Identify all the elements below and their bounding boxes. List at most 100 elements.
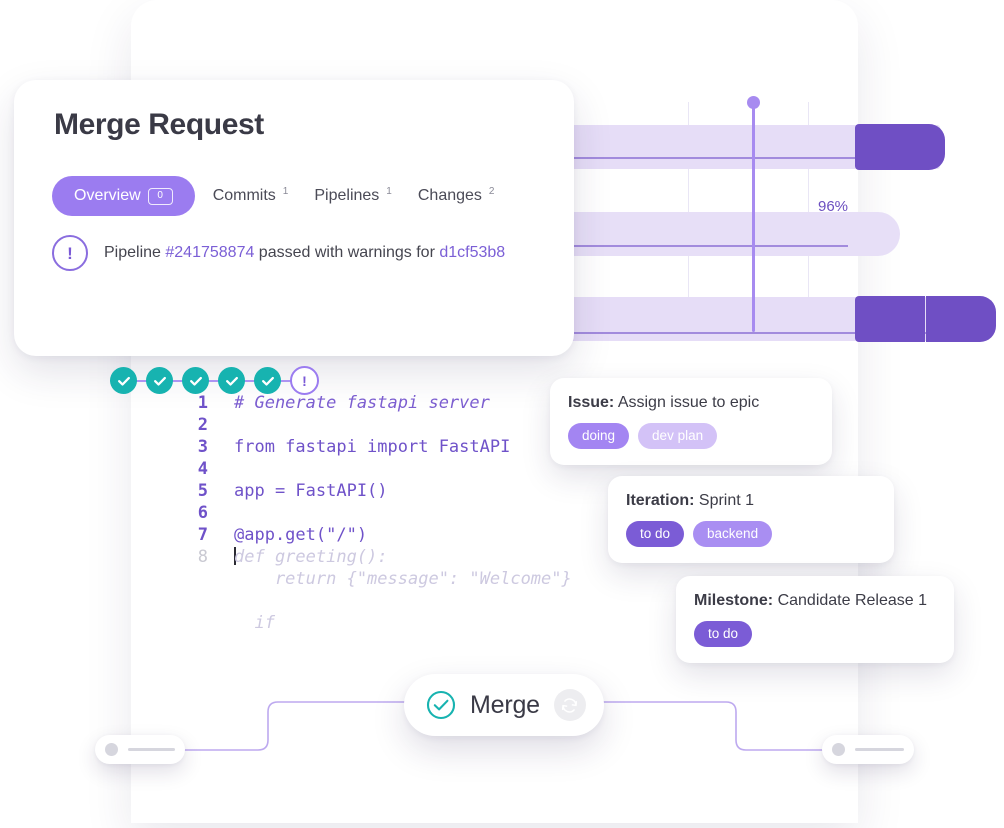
stage-success-icon[interactable] bbox=[146, 367, 173, 394]
text-caret bbox=[234, 547, 236, 565]
handle-bar-icon bbox=[128, 748, 175, 751]
iteration-card-header: Iteration: Sprint 1 bbox=[626, 492, 874, 510]
chart-value-label: 96% bbox=[818, 198, 849, 215]
tab-pipelines-label: Pipelines bbox=[314, 187, 380, 204]
code-editor[interactable]: 1 # Generate fastapi server 2 3 from fas… bbox=[168, 392, 572, 634]
stage-connector bbox=[207, 379, 220, 382]
pipeline-status-row: ! Pipeline #241758874 passed with warnin… bbox=[52, 235, 505, 271]
commit-sha-link[interactable]: d1cf53b8 bbox=[439, 244, 506, 261]
code-line: 8 def greeting(): bbox=[168, 546, 572, 568]
pipeline-id-link[interactable]: #241758874 bbox=[165, 244, 255, 261]
line-number: 3 bbox=[197, 437, 208, 457]
chart-bar-row-3-segment-b bbox=[926, 296, 996, 342]
tab-bar: Overview 0 Commits 1 Pipelines 1 Changes… bbox=[52, 176, 520, 216]
chart-track-row-2 bbox=[558, 212, 900, 256]
code-line: return {"message": "Welcome"} bbox=[168, 568, 572, 590]
handle-knob-icon bbox=[105, 743, 118, 756]
warning-icon: ! bbox=[52, 235, 88, 271]
stage-connector bbox=[243, 379, 256, 382]
issue-card-header: Issue: Assign issue to epic bbox=[568, 394, 812, 412]
line-number: 8 bbox=[197, 547, 208, 567]
line-number: 2 bbox=[197, 415, 208, 435]
stage-connector bbox=[135, 379, 148, 382]
line-number: 6 bbox=[197, 503, 208, 523]
tab-commits-count: 1 bbox=[282, 185, 289, 197]
chart-baseline-row-1 bbox=[558, 157, 930, 159]
chart-bar-row-3-segment-a bbox=[855, 296, 925, 342]
line-number: 1 bbox=[197, 393, 208, 413]
tab-changes[interactable]: Changes 2 bbox=[417, 185, 521, 205]
stage-success-icon[interactable] bbox=[110, 367, 137, 394]
issue-card-value: Assign issue to epic bbox=[617, 394, 760, 411]
progress-chart: 96% bbox=[550, 90, 1004, 350]
code-text: app = FastAPI() bbox=[234, 481, 388, 501]
stage-success-icon[interactable] bbox=[182, 367, 209, 394]
code-text: def greeting(): bbox=[234, 547, 388, 567]
chart-bar-row-1 bbox=[855, 124, 945, 170]
line-number: 4 bbox=[197, 459, 208, 479]
milestone-card[interactable]: Milestone: Candidate Release 1 to do bbox=[676, 576, 954, 663]
label-pill-to-do[interactable]: to do bbox=[694, 621, 753, 647]
iteration-card[interactable]: Iteration: Sprint 1 to do backend bbox=[608, 476, 894, 563]
pipeline-status-middle: passed with warnings for bbox=[254, 244, 440, 261]
tab-changes-label: Changes bbox=[417, 187, 482, 204]
label-pill-to-do[interactable]: to do bbox=[626, 521, 685, 547]
code-line: 7 @app.get("/") bbox=[168, 524, 572, 546]
pipeline-stage-list: ! bbox=[110, 366, 319, 395]
merge-button-label: Merge bbox=[470, 690, 540, 719]
code-text: @app.get("/") bbox=[234, 525, 368, 545]
code-line: 1 # Generate fastapi server bbox=[168, 392, 572, 414]
tab-commits[interactable]: Commits 1 bbox=[212, 185, 315, 205]
chart-time-cursor[interactable] bbox=[752, 102, 755, 332]
merge-request-card: Merge Request Overview 0 Commits 1 Pipel… bbox=[14, 80, 574, 395]
chart-baseline-row-3 bbox=[558, 332, 928, 334]
tab-overview[interactable]: Overview 0 bbox=[52, 176, 195, 216]
chart-baseline-row-2 bbox=[558, 245, 848, 247]
line-number: 7 bbox=[197, 525, 208, 545]
label-pill-backend[interactable]: backend bbox=[693, 521, 773, 547]
line-number: 5 bbox=[197, 481, 208, 501]
stage-success-icon[interactable] bbox=[254, 367, 281, 394]
milestone-card-value: Candidate Release 1 bbox=[777, 592, 928, 609]
code-line bbox=[168, 590, 572, 612]
label-pill-doing[interactable]: doing bbox=[568, 423, 630, 449]
iteration-card-pills: to do backend bbox=[626, 521, 874, 547]
code-text-suggestion: return {"message": "Welcome"} bbox=[234, 569, 572, 589]
code-line: 6 bbox=[168, 502, 572, 524]
refresh-icon[interactable] bbox=[553, 689, 586, 721]
check-circle-icon bbox=[426, 690, 456, 720]
iteration-card-value: Sprint 1 bbox=[698, 492, 755, 509]
tab-pipelines-count: 1 bbox=[386, 185, 392, 197]
code-text: from fastapi import FastAPI bbox=[234, 437, 511, 457]
code-text-suggestion: if bbox=[234, 613, 275, 633]
drag-handle-right[interactable] bbox=[822, 735, 914, 764]
tab-pipelines[interactable]: Pipelines 1 bbox=[314, 185, 418, 205]
milestone-card-header: Milestone: Candidate Release 1 bbox=[694, 592, 934, 610]
drag-handle-left[interactable] bbox=[95, 735, 185, 764]
tab-changes-count: 2 bbox=[488, 185, 495, 197]
tab-commits-label: Commits bbox=[212, 187, 276, 204]
connector-paths bbox=[117, 701, 887, 751]
issue-card-key: Issue: bbox=[568, 394, 615, 411]
code-text-suggestion: def greeting(): bbox=[234, 546, 388, 568]
stage-connector bbox=[171, 379, 184, 382]
pipeline-status-prefix: Pipeline bbox=[104, 244, 166, 261]
label-pill-dev-plan[interactable]: dev plan bbox=[638, 423, 718, 449]
milestone-card-key: Milestone: bbox=[694, 592, 774, 609]
issue-card[interactable]: Issue: Assign issue to epic doing dev pl… bbox=[550, 378, 832, 465]
code-text: # Generate fastapi server bbox=[234, 393, 490, 413]
stage-warning-icon[interactable]: ! bbox=[290, 366, 319, 395]
iteration-card-key: Iteration: bbox=[626, 492, 695, 509]
chart-time-cursor-handle[interactable] bbox=[747, 96, 760, 109]
code-line: 4 bbox=[168, 458, 572, 480]
connector-layer bbox=[0, 640, 1004, 823]
code-line: 2 bbox=[168, 414, 572, 436]
chart-plot-area: 96% bbox=[550, 90, 1004, 350]
stage-connector bbox=[279, 379, 292, 382]
merge-button[interactable]: Merge bbox=[404, 674, 604, 736]
stage-success-icon[interactable] bbox=[218, 367, 245, 394]
issue-card-pills: doing dev plan bbox=[568, 423, 812, 449]
milestone-card-pills: to do bbox=[694, 621, 934, 647]
pipeline-status-text: Pipeline #241758874 passed with warnings… bbox=[104, 244, 505, 262]
